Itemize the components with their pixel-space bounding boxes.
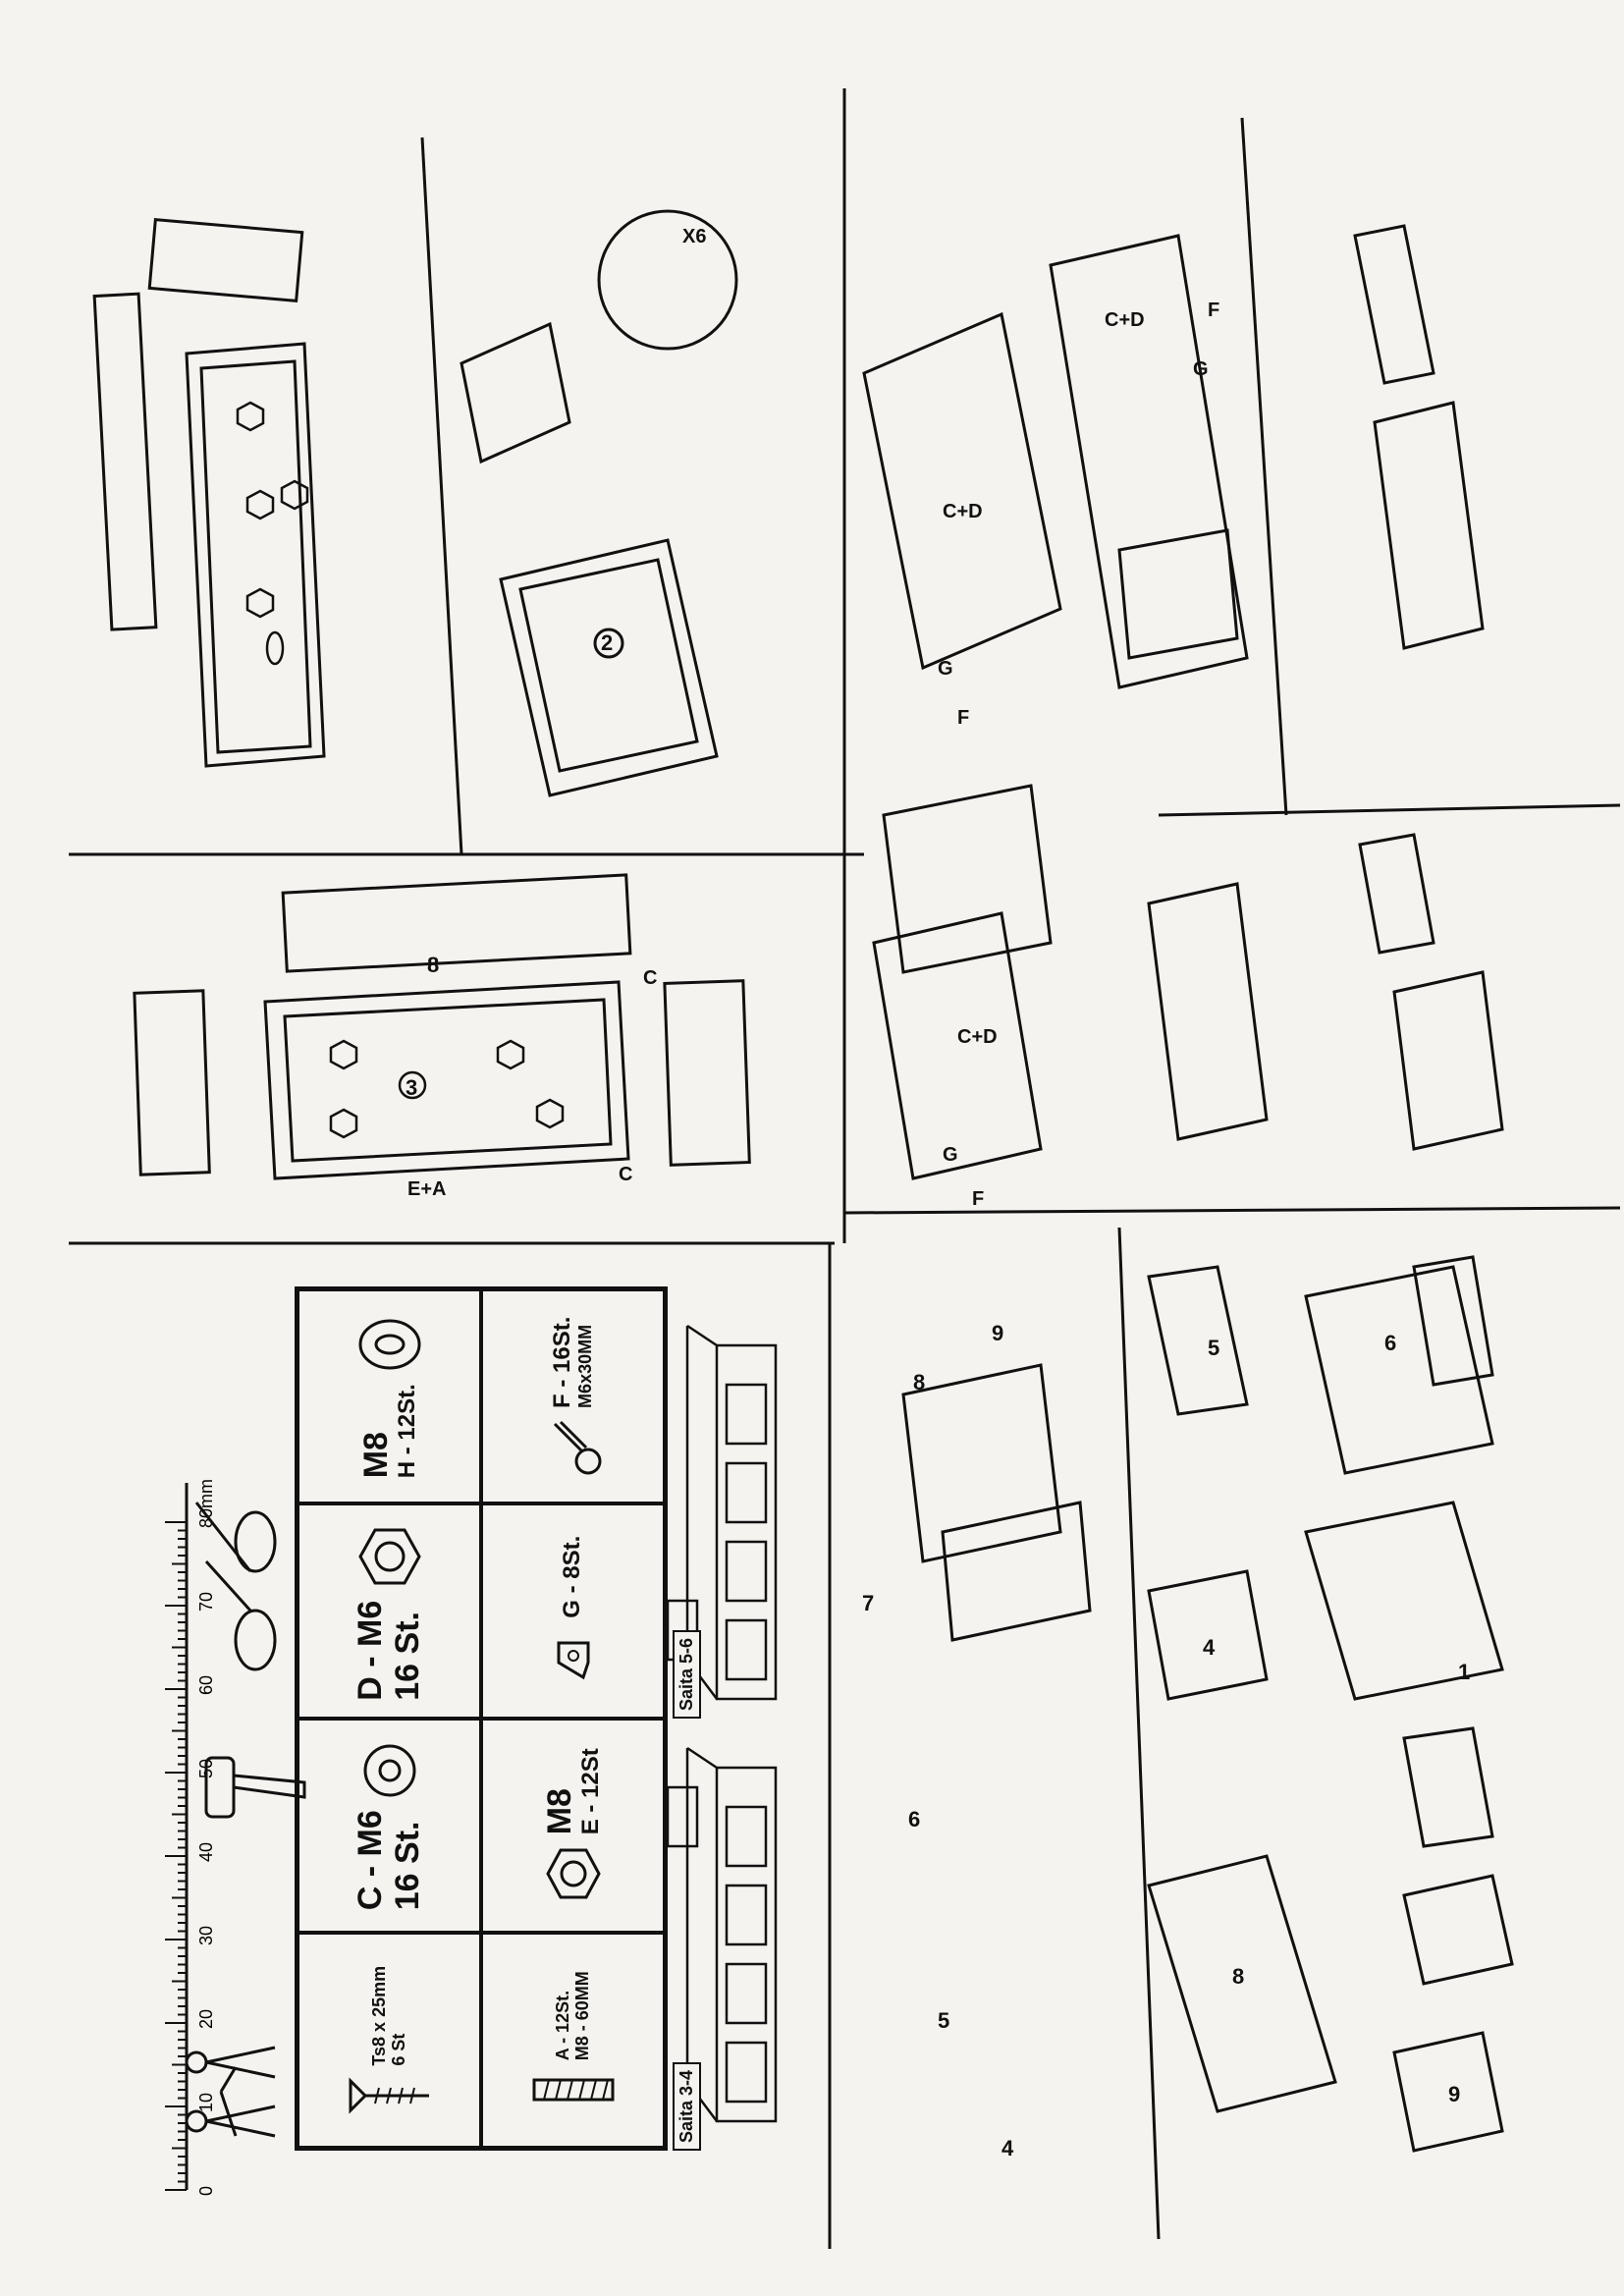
part-bolt-f: F - 16St. M6x30MM xyxy=(481,1289,665,1504)
frame-drawing-1 xyxy=(92,217,326,768)
panels-drawing xyxy=(901,1255,1514,2153)
pliers-icon xyxy=(194,1502,277,1671)
label-f-2: F xyxy=(972,1188,985,1210)
washer-icon xyxy=(358,1319,420,1370)
label-x6: X6 xyxy=(682,226,707,247)
screw-icon xyxy=(349,2077,429,2114)
label-c-1: C xyxy=(619,1164,633,1185)
label-cd-1: C+D xyxy=(943,501,983,522)
panel-num-4: 4 xyxy=(1203,1635,1216,1660)
label-cd-2: C+D xyxy=(957,1026,998,1048)
bench-sketch-left xyxy=(668,1746,778,2123)
ruler-tick-label: 70 xyxy=(196,1592,216,1612)
bracket-icon xyxy=(557,1641,589,1680)
ruler-tick-label: 80mm xyxy=(196,1479,216,1528)
ruler-tick-label: 60 xyxy=(196,1675,216,1695)
panel-num-9: 9 xyxy=(1448,2082,1461,2106)
frame-label-3: 3 xyxy=(406,1075,418,1100)
hex-nut-icon xyxy=(357,1528,421,1585)
hex-nut-icon xyxy=(545,1848,601,1899)
part-nut-d: D - M6 16 St. xyxy=(298,1503,481,1719)
frame-drawing-2 xyxy=(460,209,738,797)
tools-icons xyxy=(185,1502,306,2138)
ruler-tick-label: 20 xyxy=(196,2009,216,2029)
hammer-icon xyxy=(204,1756,306,1819)
assembly-num-4: 4 xyxy=(1001,2136,1014,2160)
panel-num-5: 5 xyxy=(1208,1336,1220,1360)
label-g-2: G xyxy=(943,1144,958,1166)
part-washer-c: C - M6 16 St. xyxy=(298,1719,481,1934)
part-washer-h: M8 H - 12St. xyxy=(298,1289,481,1504)
label-c-2: C xyxy=(643,967,658,989)
ruler-tick-label: 40 xyxy=(196,1842,216,1862)
label-e-a: E+A xyxy=(407,1178,447,1200)
assembly-num-9: 9 xyxy=(992,1321,1004,1345)
ruler-tick-label: 10 xyxy=(196,2093,216,2112)
threaded-rod-icon xyxy=(532,2078,614,2102)
panel-num-8: 8 xyxy=(1232,1964,1245,1989)
panel-num-1: 1 xyxy=(1458,1660,1471,1684)
washer-icon xyxy=(363,1744,415,1797)
ruler-tick-label: 30 xyxy=(196,1926,216,1945)
label-cd-3: C+D xyxy=(1105,309,1145,331)
panel-label-8: 8 xyxy=(427,953,440,977)
ruler-tick-label: 0 xyxy=(196,2186,216,2196)
assembly-num-5: 5 xyxy=(938,2008,950,2033)
assembly-num-8: 8 xyxy=(913,1370,926,1394)
panel-num-6: 6 xyxy=(1384,1331,1397,1355)
parts-table: Ts8 x 25mm 6 St C - M6 16 St. D - M6 16 … xyxy=(295,1286,668,2151)
part-bracket-g: G - 8St. xyxy=(481,1503,665,1719)
label-f-1: F xyxy=(957,707,970,729)
frame-label-2: 2 xyxy=(601,630,614,655)
bench-drawing-upper xyxy=(862,224,1485,689)
assembly-num-7: 7 xyxy=(862,1591,875,1615)
label-g-1: G xyxy=(938,658,953,680)
bench-drawing-lower xyxy=(872,784,1504,1180)
part-nut-e: M8 E - 12St xyxy=(481,1719,665,1934)
two-person-icon xyxy=(185,2046,276,2138)
bolt-icon xyxy=(553,1420,601,1475)
label-f-3: F xyxy=(1208,300,1220,321)
label-g-3: G xyxy=(1193,358,1209,380)
part-screw: Ts8 x 25mm 6 St xyxy=(298,1933,481,2148)
frame-drawing-3 xyxy=(133,873,751,1180)
assembly-num-6: 6 xyxy=(908,1807,921,1831)
part-threaded-rod: A - 12St. M8 - 60MM xyxy=(481,1933,665,2148)
